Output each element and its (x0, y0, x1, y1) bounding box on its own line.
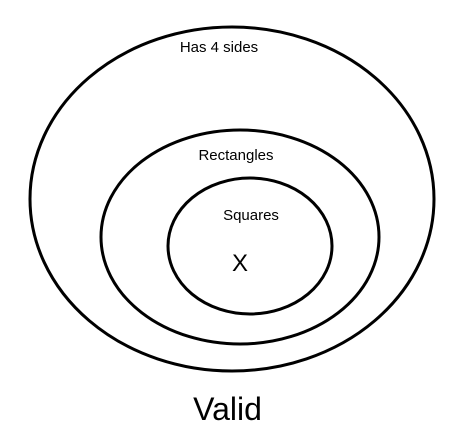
inner-set-label: Squares (223, 207, 279, 224)
middle-set-label: Rectangles (198, 147, 273, 164)
outer-set-ellipse (28, 25, 436, 373)
middle-set-ellipse (99, 128, 381, 346)
outer-set-label: Has 4 sides (180, 39, 258, 56)
element-x-label: X (232, 250, 248, 277)
inner-set-ellipse (166, 176, 334, 316)
verdict-label: Valid (193, 391, 262, 427)
